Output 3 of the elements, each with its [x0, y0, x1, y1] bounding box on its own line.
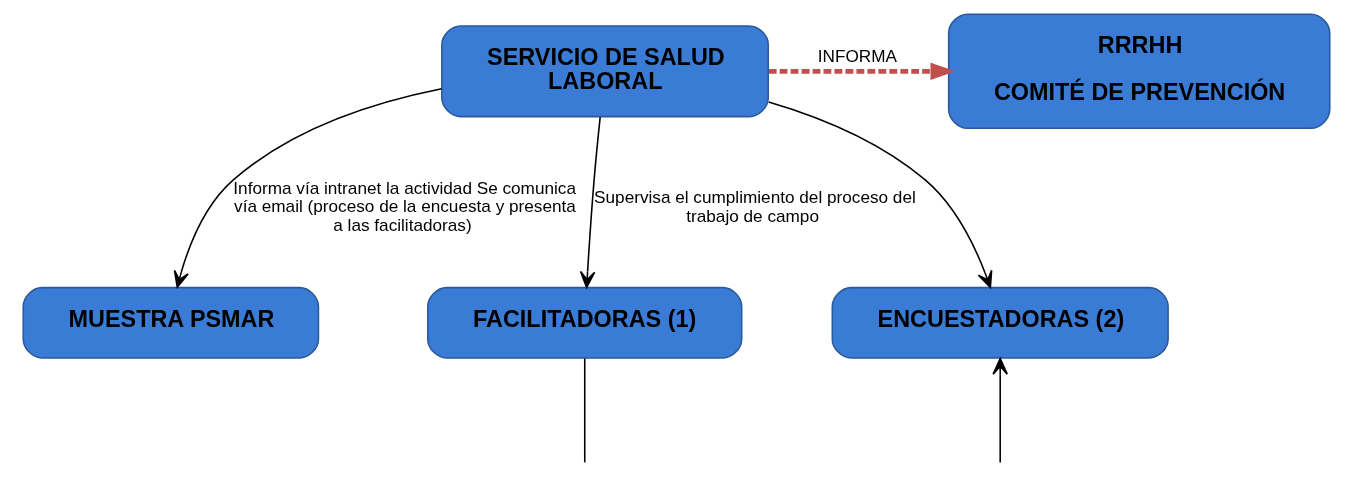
edge-label: Supervisa el cumplimiento del proceso del trabajo de campo [594, 186, 916, 226]
edge-label: INFORMA [817, 45, 898, 66]
edge-label: Informa vía intranet la actividad Se comunica vía email (proceso de la encuesta y presenta a las facilitadoras) [233, 177, 576, 236]
